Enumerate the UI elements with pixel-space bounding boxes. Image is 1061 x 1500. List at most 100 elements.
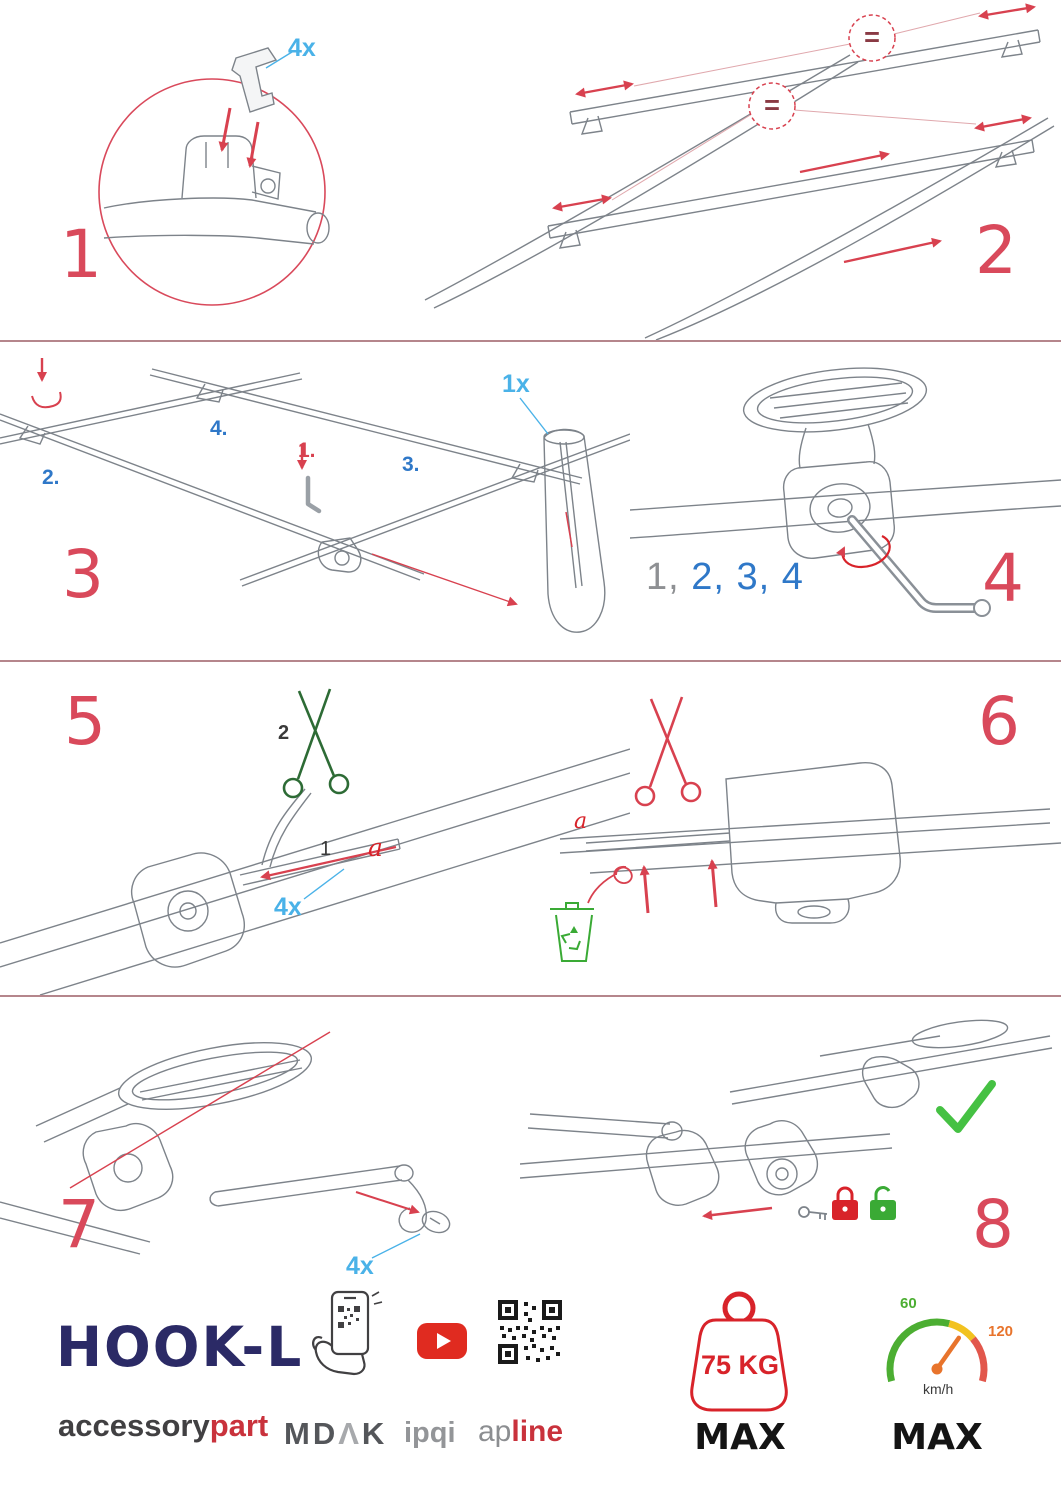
substep-label: 1. <box>298 439 316 462</box>
lock-clamp-drawing <box>520 1113 893 1206</box>
strip-a-label: a <box>368 833 383 862</box>
clip-part-drawing <box>231 47 278 113</box>
scissors-icon <box>282 688 350 799</box>
max-load-caption: MAX <box>694 1417 786 1458</box>
qty-leader-line <box>371 1233 421 1259</box>
finished-rack-drawing <box>729 1019 1053 1109</box>
mdak-md: MD <box>284 1416 339 1451</box>
qr-code-icon <box>498 1300 562 1364</box>
cover-sheath-drawing <box>543 428 606 633</box>
equal-sign: = <box>864 22 880 52</box>
rack-frame-drawing <box>0 368 630 587</box>
cut-order-label: 1 <box>320 838 332 860</box>
step-4-panel: 1, 2, 3, 4 4 <box>630 342 1061 660</box>
leader-lines <box>611 12 981 201</box>
rear-crossbar-drawing <box>569 29 1041 135</box>
brand-dark: accessory <box>58 1408 210 1443</box>
mdak-lambda: Λ <box>338 1416 362 1451</box>
pull-arrow <box>260 845 397 881</box>
end-cap-drawing <box>209 1164 451 1234</box>
apline-ap: ap <box>478 1415 512 1448</box>
speed-max-label: 120 <box>988 1323 1013 1340</box>
roof-edge-drawing <box>0 748 630 995</box>
crossbar-drawing <box>103 135 330 245</box>
qty-label: 4x <box>288 34 316 62</box>
alignment-line <box>69 1031 331 1189</box>
qty-label: 4x <box>274 893 302 921</box>
step-number: 4 <box>982 540 1024 617</box>
clamp-closeup-drawing <box>630 367 1061 559</box>
push-up-arrows <box>639 859 718 914</box>
brand-red: part <box>209 1408 269 1443</box>
step-4-drawing <box>630 367 1061 617</box>
max-weight-icon <box>690 1291 788 1412</box>
speed-min-label: 60 <box>900 1295 917 1312</box>
step-2-drawing <box>424 3 1055 340</box>
substep-label: 4. <box>210 417 228 440</box>
step-6-panel: a 6 <box>530 661 1061 995</box>
lock-closed-icon <box>832 1186 858 1220</box>
lock-open-icon <box>870 1186 896 1220</box>
rotate-arrow <box>836 535 891 569</box>
step-6-drawing <box>550 696 1061 962</box>
qty-leader-line <box>303 868 345 900</box>
max-load-value: 75 KG <box>700 1350 780 1380</box>
step-number: 7 <box>58 1186 100 1263</box>
checkmark-icon <box>936 1080 996 1133</box>
step-7-drawing <box>0 1031 451 1259</box>
step-number: 2 <box>975 212 1017 289</box>
product-name: HOOK-L <box>56 1315 304 1379</box>
insert-arrows <box>218 107 260 168</box>
bar-top-view-drawing <box>0 1042 313 1255</box>
step-number: 1 <box>60 216 102 293</box>
cut-strip-coil <box>587 865 633 904</box>
section-divider <box>0 340 1061 342</box>
insert-arrow <box>355 1191 420 1215</box>
speed-caption: MAX <box>891 1417 983 1458</box>
logo-ipqi: ipqi <box>404 1417 456 1449</box>
substep-label: 2. <box>42 466 60 489</box>
allen-key-icon <box>305 475 322 514</box>
scissors-icon <box>634 696 702 807</box>
step-8-drawing <box>520 1019 1053 1221</box>
strap-mark <box>565 511 573 548</box>
magnifier-circle-icon <box>98 78 326 306</box>
bracket-drawing <box>559 762 1061 924</box>
equal-sign: = <box>764 90 780 120</box>
step-5-panel: 5 2 1 a 4x <box>0 661 630 995</box>
allen-key-icon <box>847 515 991 617</box>
step-number: 5 <box>64 683 106 760</box>
step-1-drawing <box>98 47 330 306</box>
apline-line: line <box>511 1415 564 1448</box>
section-divider <box>0 995 1061 997</box>
mdak-k: K <box>361 1416 388 1451</box>
step-number: 8 <box>972 1186 1014 1263</box>
brand-wordmark: accessorypart <box>58 1410 268 1441</box>
substep-label: 3. <box>402 453 420 476</box>
equal-circles <box>748 14 896 130</box>
cut-order-label: 2 <box>278 722 290 744</box>
sequence-label: 1, 2, 3, 4 <box>646 558 804 596</box>
step-number: 6 <box>978 683 1020 760</box>
roof-rails-drawing <box>424 54 1055 340</box>
speed-unit-label: km/h <box>923 1381 953 1397</box>
front-crossbar-drawing <box>547 139 1035 249</box>
step-3-panel: 2. 4. 1. 3. 1x 3 <box>0 342 630 660</box>
sequence-done: 1, <box>646 556 680 598</box>
step-8-panel: 8 <box>520 996 1061 1290</box>
tighten-arrow <box>702 1206 773 1221</box>
sequence-todo: 2, 3, 4 <box>691 556 804 598</box>
measure-arrows <box>552 3 1036 264</box>
logo-apline: apline <box>478 1417 563 1447</box>
step-2-panel: = = 2 <box>420 0 1061 340</box>
speedometer-icon: 60 120 km/h <box>886 1295 1013 1397</box>
youtube-icon <box>417 1323 467 1359</box>
step-number: 3 <box>62 536 104 613</box>
section-divider <box>0 660 1061 662</box>
step-5-drawing <box>0 688 630 995</box>
step-3-drawing <box>0 358 630 633</box>
strip-a-label: a <box>574 809 588 834</box>
qty-leader-line <box>265 51 293 69</box>
step-1-panel: 4x 1 <box>0 0 420 340</box>
